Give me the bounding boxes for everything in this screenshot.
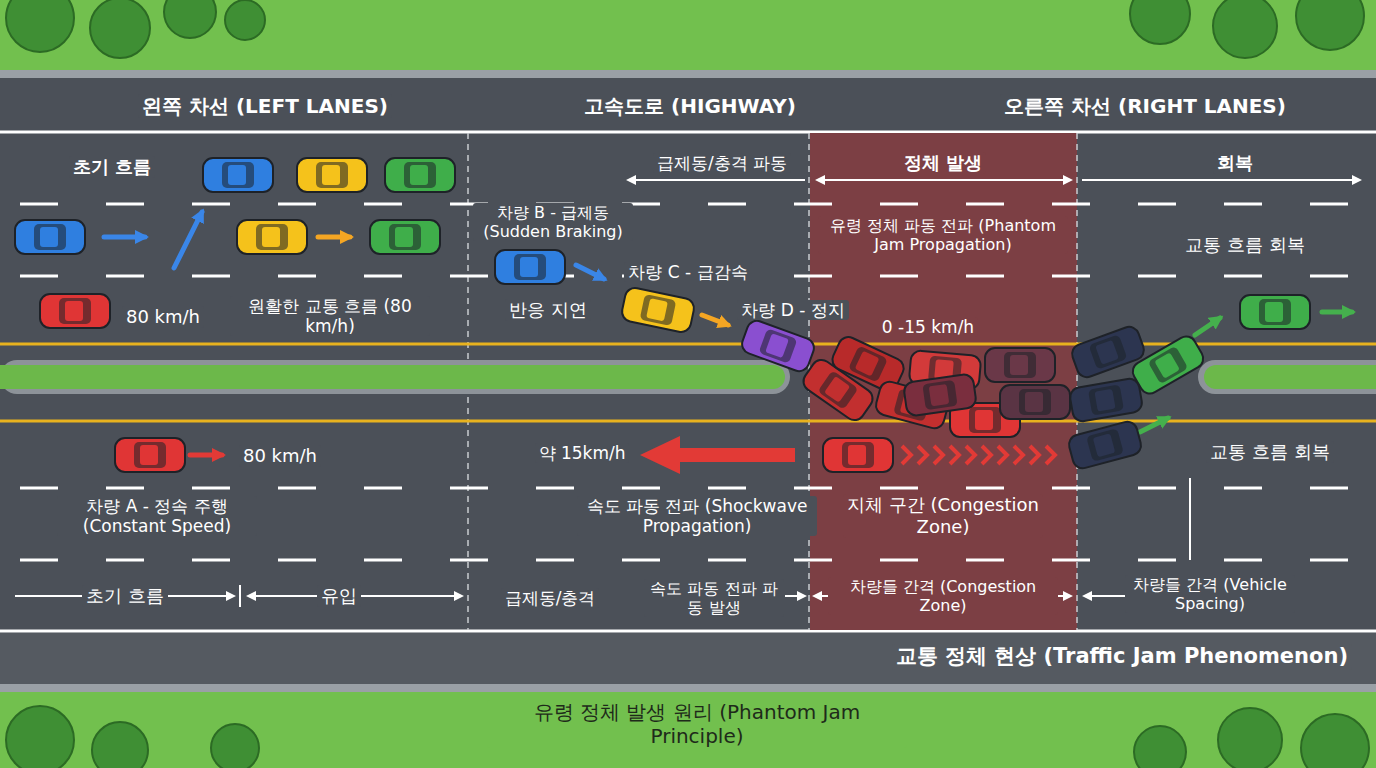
annotation-label: 교통 흐름 회복: [1181, 234, 1308, 256]
annotation-label: 약 15km/h: [535, 443, 630, 463]
annotation-label: 차량 D - 정지: [737, 300, 848, 320]
annotation-label: 교통 정체 현상 (Traffic Jam Phenomenon): [892, 644, 1352, 669]
car: [1240, 295, 1310, 329]
car: [1067, 420, 1143, 471]
annotation-label: 급제동/충격: [501, 588, 600, 608]
annotation-label: 반응 지연: [505, 299, 591, 321]
car: [823, 438, 893, 472]
chevron: [1046, 446, 1055, 464]
annotation-label: 속도 파동 전파 파동 발생: [644, 579, 784, 617]
chevron: [934, 446, 943, 464]
car: [203, 158, 273, 192]
chevron: [982, 446, 991, 464]
zone-label: 정체 발생: [900, 152, 986, 174]
annotation-label: 초기 흐름: [82, 585, 168, 607]
diagram-caption: 유령 정체 발생 원리 (Phantom Jam Principle): [487, 700, 907, 748]
chevron: [998, 446, 1007, 464]
car: [237, 220, 307, 254]
chevron: [1030, 446, 1039, 464]
annotation-label: 유입: [317, 585, 361, 607]
annotation-label: 차량 A - 정속 주행 (Constant Speed): [57, 496, 257, 537]
annotation-label: 오른쪽 차선 (RIGHT LANES): [1000, 94, 1290, 118]
car: [1069, 377, 1144, 423]
chevron: [950, 446, 959, 464]
chevron: [902, 446, 911, 464]
zone-label: 0 -15 km/h: [878, 317, 978, 337]
zone-label: 유령 정체 파동 전파 (Phantom Jam Propagation): [818, 216, 1068, 254]
annotation-label: 초기 흐름: [69, 156, 155, 178]
chevron: [1014, 446, 1023, 464]
car: [370, 220, 440, 254]
annotation-label: 교통 흐름 회복: [1206, 441, 1333, 463]
car: [985, 348, 1055, 382]
annotation-label: 속도 파동 전파 (Shockwave Propagation): [577, 496, 817, 537]
car: [297, 158, 367, 192]
car: [739, 318, 816, 374]
congestion-zone: 정체 발생유령 정체 파동 전파 (Phantom Jam Propagatio…: [810, 133, 1077, 630]
zone-label: 차량들 간격 (Congestion Zone): [828, 577, 1058, 615]
annotation-label: 차량 C - 급감속: [624, 262, 751, 282]
annotation-label: 차량들 간격 (Vehicle Spacing): [1125, 575, 1295, 613]
car: [15, 220, 85, 254]
annotation-label: 회복: [1213, 152, 1257, 174]
car: [1000, 385, 1070, 419]
annotation-label: 왼쪽 차선 (LEFT LANES): [138, 94, 392, 118]
car: [1129, 333, 1207, 397]
car: [903, 373, 977, 416]
annotation-label: 80 km/h: [122, 306, 204, 328]
car: [40, 294, 110, 328]
car: [385, 158, 455, 192]
zone-label: 지체 구간 (Congestion Zone): [843, 494, 1043, 537]
annotation-label: 고속도로 (HIGHWAY): [580, 94, 800, 118]
chevron: [966, 446, 975, 464]
annotation-label: 급제동/충격 파동: [653, 153, 791, 173]
annotation-label: 80 km/h: [239, 445, 321, 467]
annotation-label: 차량 B - 급제동 (Sudden Braking): [473, 203, 633, 241]
chevron: [918, 446, 927, 464]
car: [620, 286, 696, 334]
annotation-label: 원활한 교통 흐름 (80 km/h): [230, 296, 430, 337]
car: [495, 250, 565, 284]
car: [115, 438, 185, 472]
